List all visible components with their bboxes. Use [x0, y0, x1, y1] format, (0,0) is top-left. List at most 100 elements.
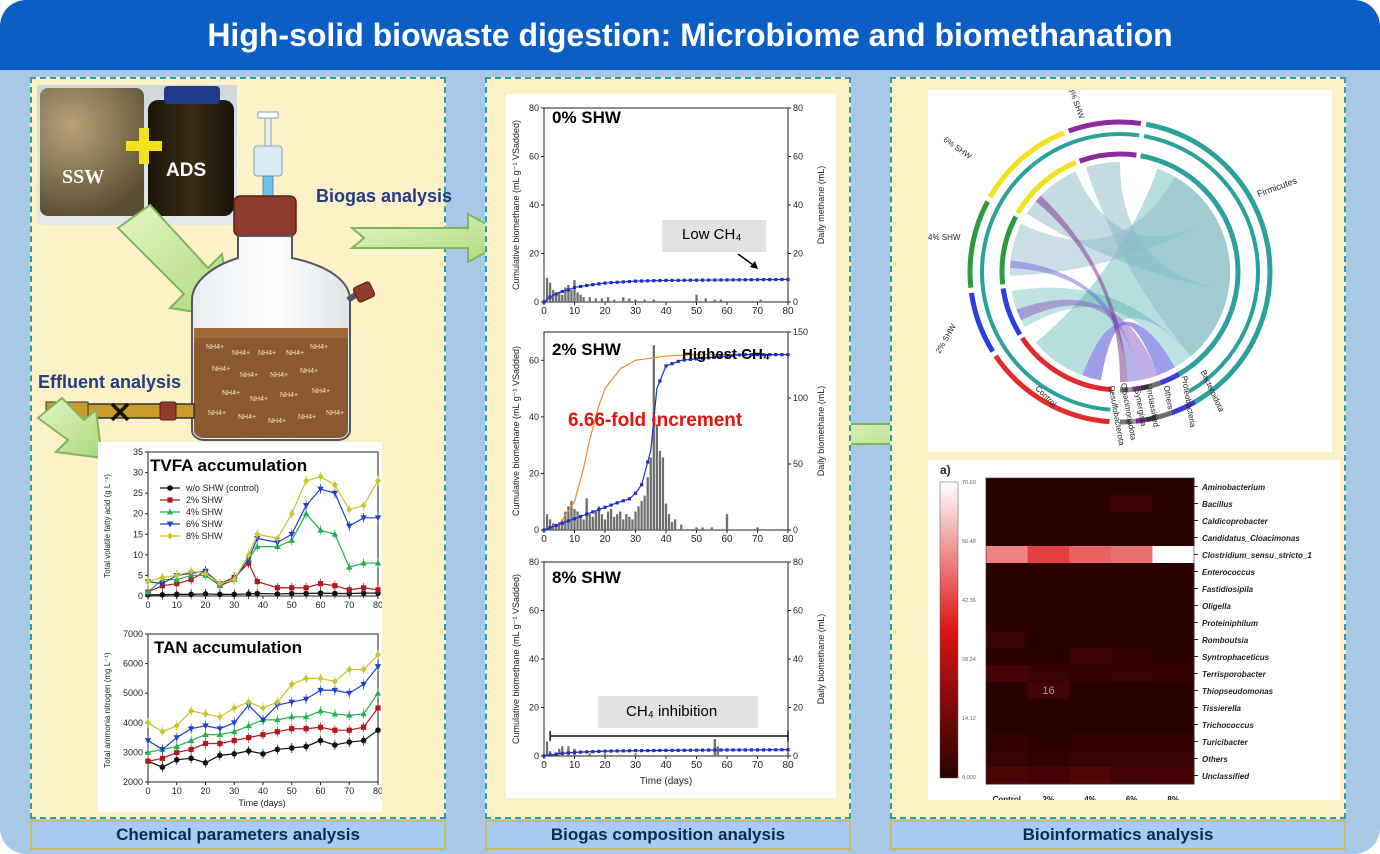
cumulative-point	[664, 364, 668, 368]
data-point	[317, 737, 324, 744]
colorbar-tick-label: 14.12	[962, 716, 976, 722]
cumulative-point	[682, 748, 686, 752]
daily-bar	[674, 519, 677, 530]
data-point	[288, 745, 295, 751]
data-point	[302, 503, 310, 509]
cumulative-point	[640, 279, 644, 283]
nh4-label: NH4+	[212, 366, 231, 373]
legend-marker	[167, 532, 173, 540]
heatmap-cell	[1069, 665, 1112, 683]
data-point	[188, 707, 195, 715]
heatmap-cell	[1152, 529, 1195, 547]
y2-axis-label: Daily methane (mL)	[816, 166, 826, 245]
x-tick-label: 60	[315, 600, 325, 610]
heatmap-cell	[1110, 614, 1153, 632]
cumulative-point	[566, 519, 570, 523]
chord-ribbon	[1010, 176, 1216, 276]
cumulative-point	[688, 748, 692, 752]
cumulative-point	[560, 751, 564, 755]
nh4-label: NH4+	[240, 372, 259, 379]
nh4-label: NH4+	[208, 410, 227, 417]
tvfa-chart-title: TVFA accumulation	[150, 456, 308, 475]
cumulative-point	[597, 749, 601, 753]
data-point	[231, 720, 238, 727]
y-axis-label: Cumulative biomethane (mL g⁻¹ VSadded)	[511, 120, 521, 290]
cumulative-point	[713, 278, 717, 282]
control-arc-inner	[1020, 336, 1112, 393]
data-point	[346, 506, 353, 513]
cumulative-point	[694, 278, 699, 282]
heatmap-cell	[986, 631, 1029, 649]
data-point	[303, 743, 309, 750]
data-point	[331, 530, 339, 537]
heatmap-cell	[1027, 699, 1070, 717]
heatmap-cell	[1110, 512, 1153, 530]
legend-marker	[167, 485, 173, 491]
daily-bar	[545, 514, 549, 530]
cumulative-point	[579, 284, 583, 289]
colorbar	[939, 481, 959, 779]
cumulative-point	[646, 460, 650, 464]
heatmap-cell	[1110, 750, 1153, 768]
chord-ribbon	[1082, 321, 1175, 381]
cumulative-point	[560, 521, 564, 525]
x-tick-label: 0	[145, 786, 150, 796]
cumulative-point	[548, 295, 552, 299]
panel-label-0: 0% SHW	[552, 108, 621, 127]
poster-title: High-solid biowaste digestion: Microbiom…	[207, 17, 1173, 53]
heatmap-cell	[986, 529, 1029, 547]
heatmap-cell	[986, 495, 1029, 513]
low-ch4-box	[662, 220, 766, 252]
cumulative-point	[548, 526, 552, 530]
daily-bar	[649, 457, 652, 530]
data-point	[231, 704, 238, 712]
data-point	[303, 726, 309, 732]
colorbar-tick-label: 42.36	[962, 598, 976, 604]
cumulative-point	[652, 418, 656, 422]
heatmap-cell	[1069, 529, 1112, 547]
y-tick-label: 2000	[123, 777, 143, 787]
data-point	[360, 710, 367, 717]
daily-bar	[613, 299, 616, 302]
x-tick-label: 50	[287, 786, 297, 796]
cumulative-point	[585, 283, 589, 288]
heatmap-cell	[1110, 631, 1153, 649]
y-tick-label: 15	[133, 529, 143, 539]
data-point	[231, 576, 238, 583]
daily-bar	[576, 511, 579, 530]
chord-ribbon	[1086, 162, 1229, 357]
daily-bar	[564, 511, 567, 530]
cumulative-point	[646, 279, 650, 283]
y-axis-label: Cumulative biomethane (mL g⁻¹ VSadded)	[511, 574, 521, 744]
x-tick-label: 30	[630, 534, 642, 542]
data-point	[360, 666, 367, 673]
shw8-arc	[1067, 119, 1142, 134]
cumulative-point	[585, 512, 589, 516]
data-point	[288, 531, 295, 538]
cumulative-point	[737, 278, 741, 282]
cumulative-point	[627, 279, 631, 284]
heatmap-cell	[1152, 512, 1195, 530]
arrow-icon	[349, 212, 515, 264]
reactor-cap	[233, 195, 297, 237]
cumulative-point	[725, 278, 729, 282]
highest-ch4-label: Highest CH₄	[682, 346, 770, 363]
heatmap-row-label: Enterococcus	[1202, 568, 1255, 577]
heatmap-cell	[986, 699, 1029, 717]
data-point	[288, 537, 295, 543]
heatmap-column-label: 4%	[1084, 795, 1096, 800]
plot-frame	[543, 107, 789, 303]
data-point	[245, 551, 252, 559]
legend-label: 8% SHW	[186, 531, 223, 541]
heatmap-cell	[1069, 478, 1112, 496]
nh4-label: NH4+	[268, 418, 287, 425]
heatmap-cell	[986, 546, 1029, 564]
data-point	[145, 719, 151, 727]
heatmap-cell	[1110, 665, 1153, 683]
data-point	[331, 687, 339, 694]
ssw-label: SSW	[62, 166, 105, 188]
nh4-label: NH4+	[270, 372, 289, 379]
daily-bar	[725, 514, 729, 530]
x-tick-label: 40	[258, 786, 268, 796]
